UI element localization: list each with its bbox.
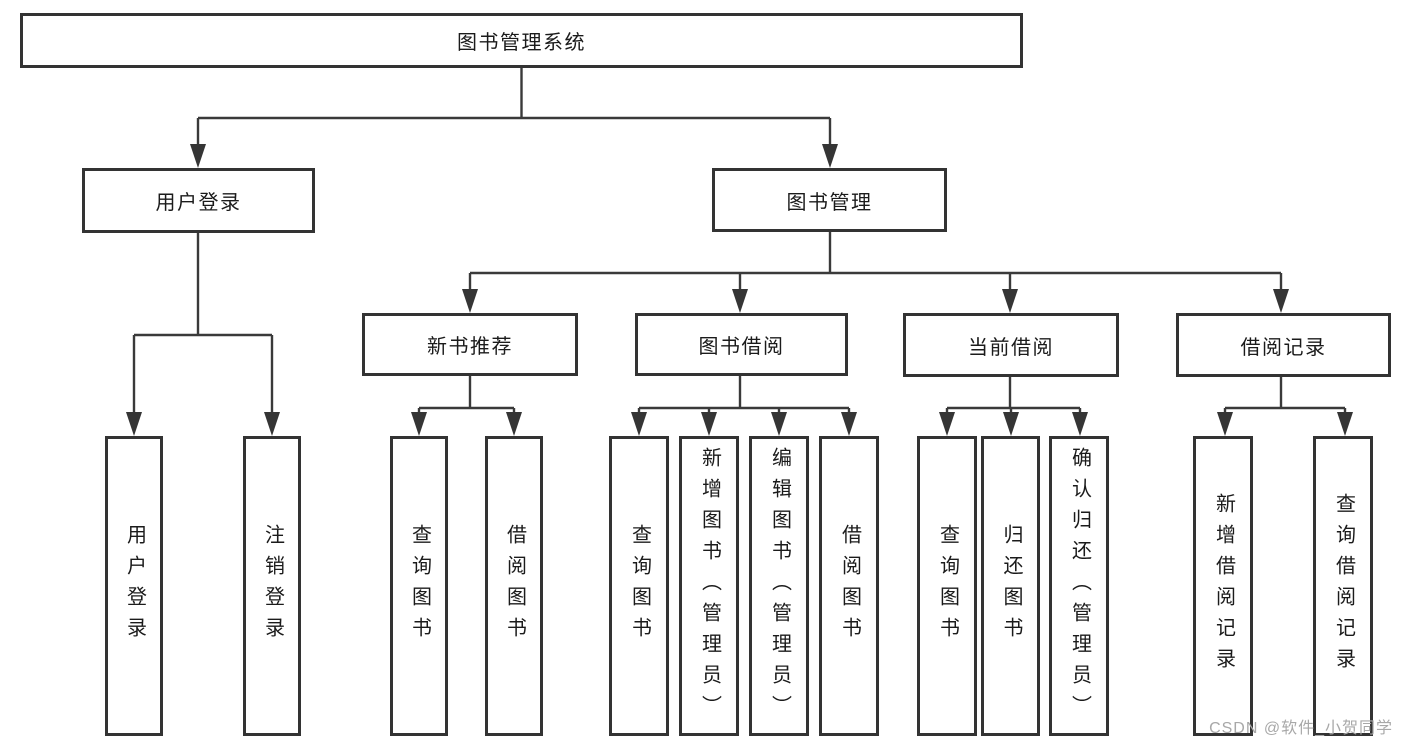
node-add-books-admin: 新增图书（管理员）	[679, 436, 739, 736]
node-user-login: 用户登录	[82, 168, 315, 233]
node-recommend-borrow-books: 借阅图书	[485, 436, 543, 736]
node-book-management: 图书管理	[712, 168, 947, 232]
node-book-borrow: 图书借阅	[635, 313, 848, 376]
node-return-books: 归还图书	[981, 436, 1040, 736]
node-return-books-label: 归还图书	[1000, 524, 1022, 648]
node-new-book-recommend-label: 新书推荐	[427, 336, 513, 358]
node-query-borrow-record-label: 查询借阅记录	[1332, 493, 1355, 679]
node-query-borrow-record: 查询借阅记录	[1313, 436, 1373, 736]
node-current-query-books-label: 查询图书	[936, 524, 959, 648]
node-login-label: 用户登录	[123, 524, 146, 648]
node-borrow-records-label: 借阅记录	[1240, 336, 1327, 359]
node-logout-label: 注销登录	[261, 524, 284, 648]
node-add-borrow-record: 新增借阅记录	[1193, 436, 1253, 736]
node-recommend-query-books-label: 查询图书	[408, 524, 431, 648]
node-borrow-borrow-books-label: 借阅图书	[838, 524, 861, 648]
node-borrow-query-books: 查询图书	[609, 436, 669, 736]
node-current-borrow-label: 当前借阅	[968, 336, 1054, 359]
node-borrow-query-books-label: 查询图书	[628, 524, 651, 648]
node-book-borrow-label: 图书借阅	[698, 336, 785, 358]
node-current-query-books: 查询图书	[917, 436, 977, 736]
node-recommend-borrow-books-label: 借阅图书	[503, 524, 526, 648]
node-user-login-label: 用户登录	[155, 192, 242, 214]
csdn-watermark: CSDN @软件_小贺同学	[1209, 720, 1393, 737]
node-recommend-query-books: 查询图书	[390, 436, 448, 736]
node-edit-books-admin: 编辑图书（管理员）	[749, 436, 809, 736]
node-current-borrow: 当前借阅	[903, 313, 1119, 377]
node-login: 用户登录	[105, 436, 163, 736]
node-logout: 注销登录	[243, 436, 301, 736]
node-root-label: 图书管理系统	[457, 32, 586, 54]
node-confirm-return-admin: 确认归还（管理员）	[1049, 436, 1109, 736]
node-add-books-admin-label: 新增图书（管理员）	[698, 446, 721, 726]
node-confirm-return-admin-label: 确认归还（管理员）	[1068, 446, 1091, 726]
node-edit-books-admin-label: 编辑图书（管理员）	[768, 446, 791, 726]
node-borrow-borrow-books: 借阅图书	[819, 436, 879, 736]
node-new-book-recommend: 新书推荐	[362, 313, 578, 376]
node-borrow-records: 借阅记录	[1176, 313, 1391, 377]
node-add-borrow-record-label: 新增借阅记录	[1212, 493, 1235, 679]
node-book-management-label: 图书管理	[786, 191, 873, 214]
node-root: 图书管理系统	[20, 13, 1023, 68]
